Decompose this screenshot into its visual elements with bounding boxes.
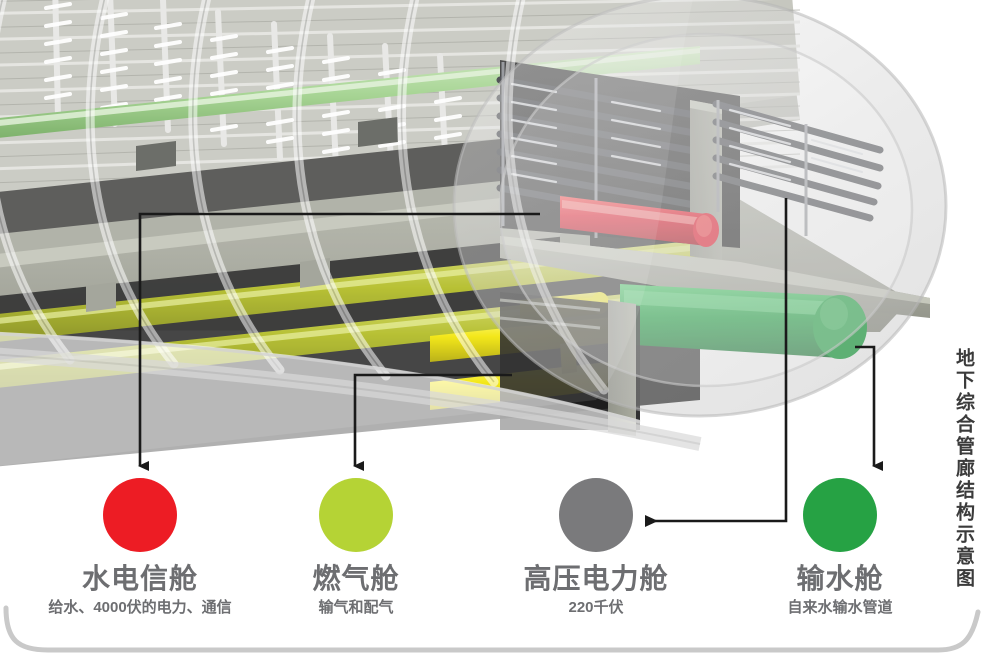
legend-item-high-voltage-power[interactable]: 高压电力舱 220千伏 [478, 468, 714, 617]
legend-title-gas: 燃气舱 [312, 563, 400, 594]
tunnel-illustration [0, 0, 948, 467]
legend-subtitle-high-voltage-power: 220千伏 [568, 599, 624, 617]
legend-dot-water-power-telecom [103, 478, 177, 552]
legend-dot-water-supply [803, 478, 877, 552]
legend-dot-gas [319, 478, 393, 552]
legend-subtitle-gas: 输气和配气 [318, 599, 394, 617]
legend-title-high-voltage-power: 高压电力舱 [523, 563, 669, 594]
legend-item-water-supply[interactable]: 输水舱 自来水输水管道 [722, 468, 958, 617]
legend-item-gas[interactable]: 燃气舱 输气和配气 [238, 468, 474, 617]
legend-title-water-supply: 输水舱 [796, 563, 884, 594]
legend-subtitle-water-power-telecom: 给水、4000伏的电力、通信 [48, 599, 232, 617]
wall-vents [136, 117, 398, 171]
tunnel-glass-veil [0, 332, 641, 424]
legend: 水电信舱 给水、4000伏的电力、通信 燃气舱 输气和配气 高压电力舱 220千… [0, 468, 930, 638]
poster-vertical-title: 地下综合管廊结构示意图 [953, 348, 974, 590]
legend-subtitle-water-supply: 自来水输水管道 [787, 599, 893, 617]
legend-title-water-power-telecom: 水电信舱 [81, 563, 198, 594]
legend-dot-high-voltage-power [559, 478, 633, 552]
tunnel-body [0, 0, 948, 467]
legend-item-water-power-telecom[interactable]: 水电信舱 给水、4000伏的电力、通信 [22, 468, 258, 617]
